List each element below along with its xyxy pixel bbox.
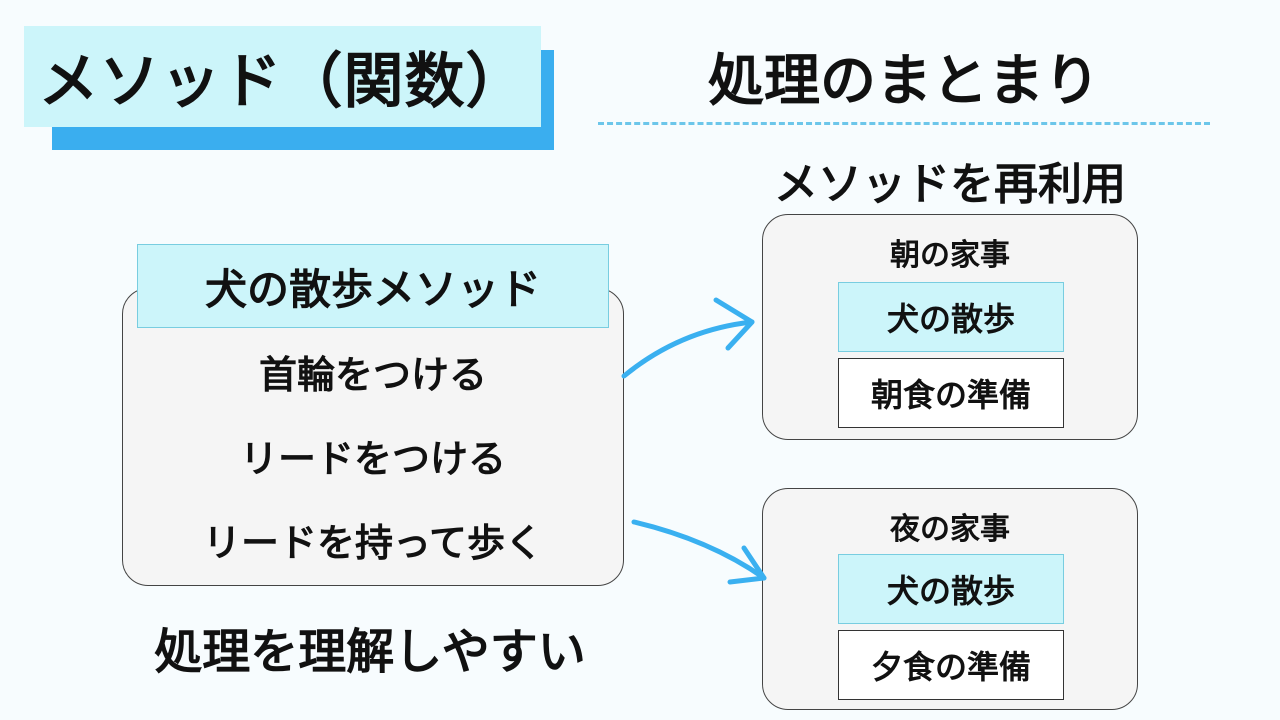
subtitle-divider	[598, 122, 1210, 125]
method-call: 朝食の準備	[838, 358, 1064, 428]
method-panel	[122, 288, 624, 586]
chore-card-title: 朝の家事	[890, 238, 1010, 273]
footer-note: 処理を理解しやすい	[154, 624, 586, 680]
page-title: メソッド（関数）	[24, 26, 541, 127]
arrow-to-morning	[621, 319, 755, 379]
method-name: 犬の散歩メソッド	[137, 244, 609, 328]
method-step: 首輪をつける	[258, 353, 487, 397]
method-call-reused: 犬の散歩	[838, 554, 1064, 624]
arrow-to-evening	[631, 519, 767, 581]
method-call-reused: 犬の散歩	[838, 282, 1064, 352]
chore-card-title: 夜の家事	[890, 512, 1010, 547]
subtitle: 処理のまとまり	[708, 49, 1100, 114]
method-step: リードを持って歩く	[202, 521, 544, 565]
method-call: 夕食の準備	[838, 630, 1064, 700]
arrowhead-evening	[727, 545, 767, 585]
method-step: リードをつける	[239, 437, 506, 481]
arrowhead-morning	[713, 297, 755, 351]
reuse-label: メソッドを再利用	[774, 159, 1126, 210]
